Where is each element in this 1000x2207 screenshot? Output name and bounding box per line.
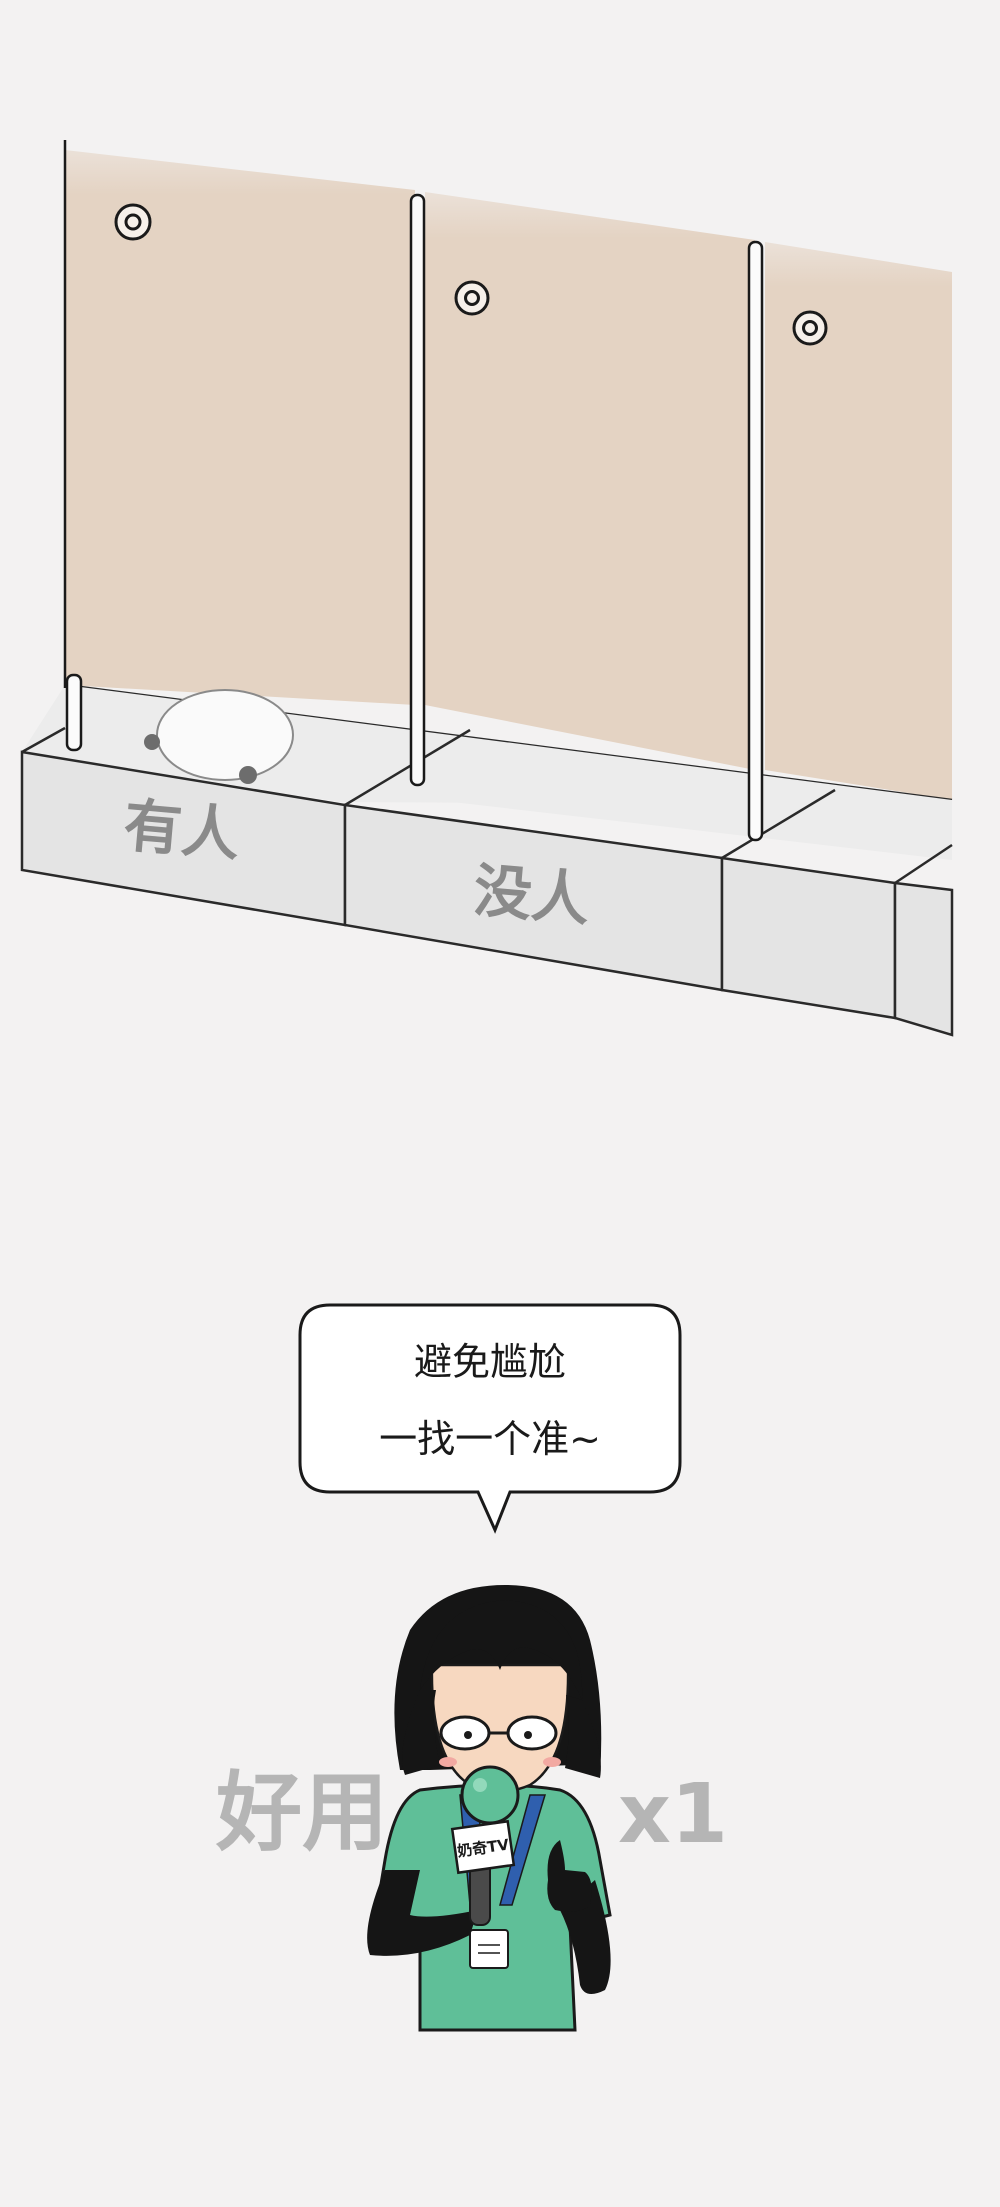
speech-bubble: 避免尴尬 一找一个准~ — [298, 1303, 682, 1534]
lock-indicator-icon — [114, 203, 152, 241]
stall-poles — [63, 140, 764, 842]
occupant-feet — [144, 689, 294, 784]
stall-panel-middle — [425, 192, 755, 770]
vacant-label: 没人 — [471, 856, 593, 934]
stall-panel-left — [65, 150, 415, 705]
glasses-icon — [439, 1715, 558, 1751]
toilet-stalls-scene: 有人 没人 — [20, 140, 954, 1037]
microphone-icon: 奶奇TV — [450, 1765, 520, 1926]
speech-line-1: 避免尴尬 — [414, 1340, 566, 1384]
lock-indicator-icon — [792, 310, 828, 346]
rating-multiplier: x1 — [618, 1767, 728, 1862]
rating-label: 好用 — [215, 1763, 388, 1863]
reporter-character: 奶奇TV — [367, 1585, 612, 2032]
speech-line-2: 一找一个准~ — [379, 1417, 601, 1461]
occupied-label: 有人 — [121, 791, 243, 869]
stall-panel-right — [765, 242, 952, 800]
lock-indicator-icon — [454, 280, 490, 316]
